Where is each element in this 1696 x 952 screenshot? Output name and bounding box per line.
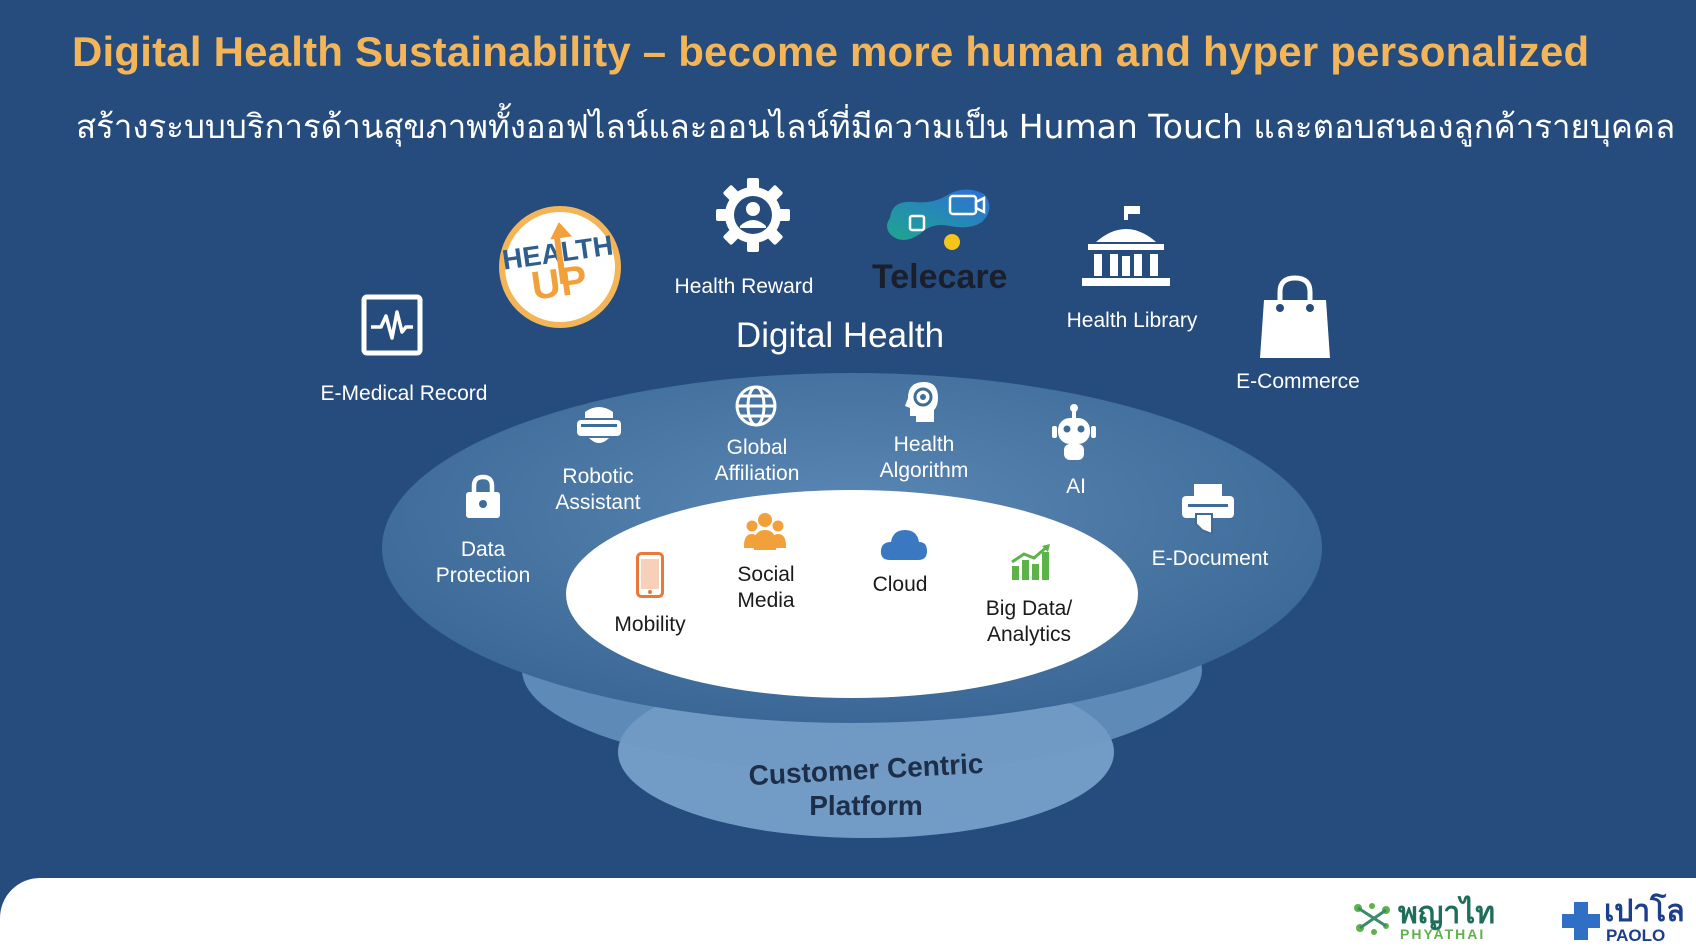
big-data-line2: Analytics: [986, 623, 1072, 646]
page-title: Digital Health Sustainability – become m…: [72, 28, 1590, 75]
page-subtitle: สร้างระบบบริการด้านสุขภาพทั้งออฟไลน์และอ…: [76, 107, 1676, 146]
social-media-line1: Social: [737, 563, 795, 586]
e-document-label: E-Document: [1151, 547, 1269, 570]
mobility-label: Mobility: [614, 613, 686, 636]
health-up-logo: HEALTH UP: [499, 206, 621, 328]
paolo-logo-thai: เปาโล: [1604, 894, 1685, 929]
bar-chart-icon: [1011, 544, 1050, 580]
phyathai-logo-thai: พญาไท: [1398, 896, 1496, 931]
lock-icon: [466, 474, 500, 518]
e-commerce-label: E-Commerce: [1236, 370, 1360, 393]
data-protection-line1: Data: [460, 538, 506, 561]
people-group-icon: [744, 513, 786, 550]
platform-line1: Customer Centric: [747, 747, 985, 792]
health-algorithm-line2: Algorithm: [879, 459, 969, 482]
ai-label: AI: [1066, 475, 1086, 498]
telecare-wordmark: Telecare: [872, 258, 1008, 296]
global-affiliation-label: Global Affiliation: [715, 435, 800, 487]
platform-line2: Platform: [809, 790, 923, 821]
customer-centric-platform-label: Customer Centric Platform: [748, 748, 984, 824]
library-building-icon: [1082, 206, 1170, 286]
phyathai-logo-en: PHYATHAI: [1400, 926, 1486, 942]
inner-core-ellipse: [566, 490, 1138, 698]
gear-user-icon: [716, 178, 790, 252]
footer-bar: พญาไท PHYATHAI เปาโล PAOLO: [0, 878, 1696, 952]
health-reward-label: Health Reward: [674, 275, 814, 298]
big-data-line1: Big Data/: [985, 597, 1073, 620]
digital-health-title: Digital Health: [735, 316, 945, 355]
printer-icon: [1182, 484, 1234, 534]
robotic-assistant-label: Robotic Assistant: [555, 464, 640, 516]
head-gear-icon: [905, 382, 938, 422]
globe-icon: [735, 385, 777, 427]
vr-headset-icon: [577, 407, 621, 443]
big-data-label: Big Data/ Analytics: [986, 596, 1072, 648]
cloud-label: Cloud: [872, 573, 928, 596]
data-protection-line2: Protection: [435, 564, 531, 587]
paolo-logo-en: PAOLO: [1606, 926, 1666, 945]
telecare-logo-icon: [887, 189, 990, 250]
shopping-bag-icon: [1260, 275, 1330, 358]
robotic-assistant-line2: Assistant: [555, 491, 641, 514]
monitor-heartbeat-icon: [361, 294, 423, 356]
e-medical-record-label: E-Medical Record: [320, 382, 488, 405]
phyathai-logo-icon: [1354, 903, 1390, 935]
social-media-label: Social Media: [737, 562, 794, 614]
health-algorithm-line1: Health: [893, 433, 955, 456]
global-affiliation-line2: Affiliation: [714, 462, 800, 485]
robotic-assistant-line1: Robotic: [562, 465, 634, 488]
cloud-icon: [880, 530, 927, 560]
social-media-line2: Media: [737, 589, 795, 612]
smartphone-icon: [636, 552, 664, 598]
paolo-logo-icon: [1562, 902, 1600, 940]
health-algorithm-label: Health Algorithm: [880, 432, 969, 484]
global-affiliation-line1: Global: [726, 436, 788, 459]
health-library-label: Health Library: [1066, 309, 1198, 332]
data-protection-label: Data Protection: [436, 537, 531, 589]
robot-icon: [1052, 404, 1096, 460]
